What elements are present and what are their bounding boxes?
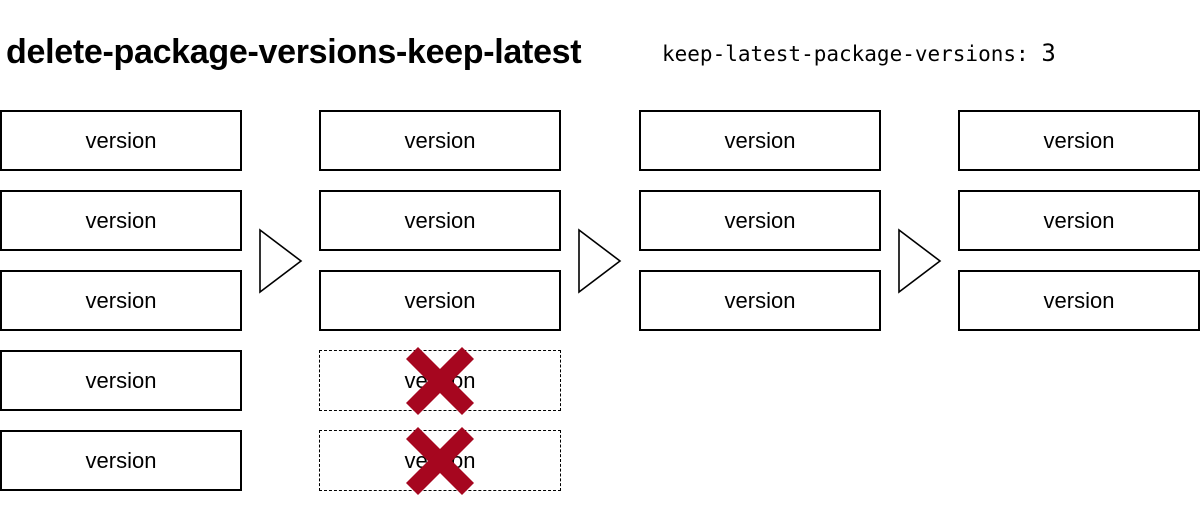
arrow-right-icon xyxy=(259,228,303,294)
version-box: version xyxy=(0,430,242,491)
version-label: version xyxy=(404,127,476,153)
deleted-version-box: version xyxy=(319,426,561,495)
deleted-version-box: version xyxy=(319,346,561,415)
setting-key: keep-latest-package-versions: xyxy=(662,42,1029,66)
arrow-right-icon xyxy=(898,228,942,294)
delete-x-icon xyxy=(405,346,475,415)
diagram-title: delete-package-versions-keep-latest xyxy=(6,33,582,71)
version-label: version xyxy=(85,207,157,233)
version-box: version xyxy=(958,270,1200,331)
version-box: version xyxy=(639,190,881,251)
version-label: version xyxy=(404,207,476,233)
version-box: version xyxy=(0,270,242,331)
version-box: version xyxy=(958,190,1200,251)
arrow-right-icon xyxy=(578,228,622,294)
column-3: version version version xyxy=(639,110,881,350)
version-box: version xyxy=(958,110,1200,171)
version-label: version xyxy=(1043,127,1115,153)
version-label: version xyxy=(1043,207,1115,233)
version-label: version xyxy=(724,127,796,153)
version-box: version xyxy=(319,190,561,251)
version-box: version xyxy=(0,110,242,171)
version-box: version xyxy=(0,190,242,251)
version-box: version xyxy=(319,110,561,171)
version-label: version xyxy=(404,287,476,313)
column-4: version version version xyxy=(958,110,1200,350)
version-label: version xyxy=(724,207,796,233)
version-label: version xyxy=(85,367,157,393)
column-2: version version version version version xyxy=(319,110,561,510)
version-box: version xyxy=(639,110,881,171)
setting-line: keep-latest-package-versions: 3 xyxy=(662,36,1056,71)
version-label: version xyxy=(85,447,157,473)
setting-value: 3 xyxy=(1041,39,1056,67)
version-label: version xyxy=(1043,287,1115,313)
version-box: version xyxy=(639,270,881,331)
delete-x-icon xyxy=(405,426,475,495)
version-box: version xyxy=(0,350,242,411)
column-1: version version version version version xyxy=(0,110,242,510)
version-label: version xyxy=(85,287,157,313)
version-label: version xyxy=(724,287,796,313)
version-box: version xyxy=(319,270,561,331)
version-label: version xyxy=(85,127,157,153)
